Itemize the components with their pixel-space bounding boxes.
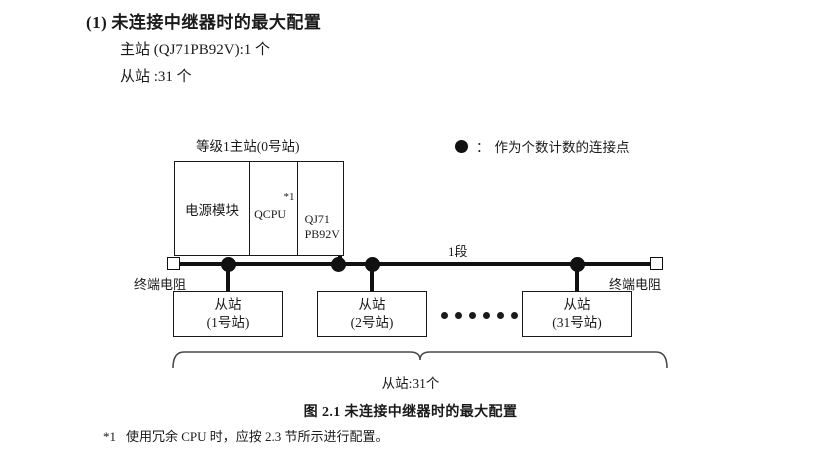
footnote-text: 使用冗余 CPU 时，应按 2.3 节所示进行配置。 <box>126 429 389 444</box>
legend: ： 作为个数计数的连接点 <box>455 136 630 156</box>
qcpu-module-cell: *1 QCPU <box>250 162 298 255</box>
slave-station-31-name: 从站 <box>563 296 591 312</box>
legend-label: 作为个数计数的连接点 <box>494 140 630 155</box>
brace-shape-icon <box>172 351 668 369</box>
slave-station-1-number: (1号站) <box>206 315 250 330</box>
legend-colon: ： <box>476 140 490 155</box>
slave-station-box-31: 从站 (31号站) <box>522 291 632 337</box>
ellipsis-dot <box>455 312 462 319</box>
slave-station-1-name: 从站 <box>214 296 242 312</box>
ellipsis-dot <box>469 312 476 319</box>
ellipsis-dot <box>497 312 504 319</box>
ellipsis-dot <box>483 312 490 319</box>
slave-total-label: 从站:31个 <box>381 376 440 391</box>
slave-station-2-name: 从站 <box>358 296 386 312</box>
section-number: (1) <box>86 13 108 32</box>
terminating-resistor-right-label: 终端电阻 <box>609 277 662 292</box>
filled-circle-icon <box>455 139 468 153</box>
power-supply-module-label: 电源模块 <box>185 202 240 218</box>
section-heading: (1)未连接中继器时的最大配置 <box>86 8 321 33</box>
slave-station-box-1: 从站 (1号站) <box>173 291 283 337</box>
slave2-drop-line <box>370 264 374 291</box>
footnote-mark: *1 <box>103 429 116 444</box>
terminating-resistor-right-icon <box>650 257 663 270</box>
master-station-caption: 等级1主站(0号站) <box>196 139 300 154</box>
section-title: 未连接中继器时的最大配置 <box>111 13 322 32</box>
terminating-resistor-left-label: 终端电阻 <box>134 277 187 292</box>
figure-caption: 图 2.1 未连接中继器时的最大配置 <box>303 405 518 420</box>
ellipsis-dot <box>511 312 518 319</box>
terminating-resistor-left-icon <box>167 257 180 270</box>
connection-node-master <box>331 257 346 272</box>
slave-station-31-number: (31号站) <box>552 315 602 330</box>
slave-station-2-number: (2号站) <box>350 315 394 330</box>
qj71pb92v-module-cell: QJ71 PB92V <box>298 162 343 255</box>
spec-line-slave: 从站 :31 个 <box>120 69 192 85</box>
segment-count-label: 1段 <box>448 244 468 259</box>
slave1-drop-line <box>226 264 230 291</box>
qcpu-module-label: QCPU <box>254 207 287 221</box>
power-supply-module-cell: 电源模块 <box>175 162 251 255</box>
spec-line-master: 主站 (QJ71PB92V):1 个 <box>120 42 271 58</box>
master-module-rack: 电源模块 *1 QCPU QJ71 PB92V <box>174 161 344 256</box>
bus-trunk-line <box>178 262 652 266</box>
qj71pb92v-label-line2: PB92V <box>304 226 340 241</box>
footnote: *1 使用冗余 CPU 时，应按 2.3 节所示进行配置。 <box>103 426 389 445</box>
slave31-drop-line <box>575 264 579 291</box>
ellipsis-dot <box>441 312 448 319</box>
slave-range-brace <box>170 348 670 375</box>
qcpu-footnote-mark: *1 <box>283 191 295 203</box>
qj71pb92v-label-line1: QJ71 <box>304 211 330 226</box>
ellipsis-dots <box>441 312 518 319</box>
slave-station-box-2: 从站 (2号站) <box>317 291 427 337</box>
